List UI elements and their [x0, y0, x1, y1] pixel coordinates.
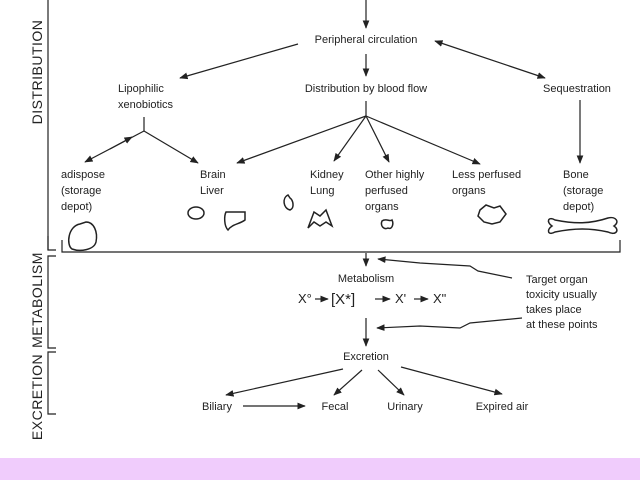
target-arrow-1 — [377, 256, 513, 279]
route-biliary: Biliary — [202, 401, 232, 413]
brain-icon — [187, 206, 205, 220]
formula-parent: X° — [298, 291, 312, 306]
formula-metabolite-2: X" — [433, 291, 447, 306]
label-adipose-2: (storage — [61, 185, 101, 197]
label-less-perfused: Less perfused — [452, 169, 521, 181]
label-bone-3: depot) — [563, 201, 594, 213]
arrow-to-less-perfused — [365, 115, 481, 165]
adipose-cell-icon — [67, 221, 98, 252]
arrow-sequestration — [434, 40, 546, 79]
metabolism-formula: X° [X*] X' X" — [298, 291, 447, 308]
arrow-to-kidney — [333, 115, 367, 162]
label-bone-2: (storage — [563, 185, 603, 197]
node-lipophilic-2: xenobiotics — [118, 99, 174, 111]
label-other-2: perfused — [365, 185, 408, 197]
organ-icon — [380, 218, 394, 230]
route-expired-air: Expired air — [476, 401, 529, 413]
node-metabolism: Metabolism — [338, 273, 394, 285]
formula-metabolite-1: X' — [395, 291, 406, 306]
label-brain: Brain — [200, 169, 226, 181]
liver-icon — [223, 211, 246, 232]
arrow-to-brain — [236, 115, 367, 164]
arrow-to-brain-liver — [143, 130, 199, 164]
label-adipose-3: depot) — [61, 201, 92, 213]
label-target-organ-2: toxicity usually — [526, 289, 597, 301]
route-urinary: Urinary — [387, 401, 423, 413]
label-target-organ-3: takes place — [526, 304, 582, 316]
arrow-to-other — [365, 115, 390, 163]
arrow-to-expired-air — [400, 366, 503, 396]
metabolism-bracket — [47, 255, 56, 349]
route-fecal: Fecal — [322, 401, 349, 413]
label-target-organ: Target organ — [526, 274, 588, 286]
arrow-to-fecal — [333, 369, 363, 396]
label-adipose: adispose — [61, 169, 105, 181]
footer-band — [0, 458, 640, 480]
arrow-to-biliary — [225, 368, 344, 397]
label-kidney: Kidney — [310, 169, 344, 181]
section-metabolism: METABOLISM — [29, 252, 45, 348]
kidney-icon — [283, 194, 294, 211]
label-bone: Bone — [563, 169, 589, 181]
node-lipophilic: Lipophilic — [118, 83, 164, 95]
formula-reactive: [X*] — [331, 291, 355, 308]
label-lung: Lung — [310, 185, 334, 197]
tissue-icon — [477, 204, 507, 225]
target-arrow-2 — [376, 317, 523, 332]
label-other: Other highly — [365, 169, 425, 181]
excretion-bracket — [47, 351, 56, 415]
distribution-bracket-end — [47, 236, 56, 251]
distribution-bottom-bracket — [61, 240, 621, 253]
label-other-3: organs — [365, 201, 399, 213]
label-target-organ-4: at these points — [526, 319, 598, 331]
node-distribution-blood-flow: Distribution by blood flow — [305, 83, 427, 95]
node-peripheral-circulation: Peripheral circulation — [315, 34, 418, 46]
arrow-to-lipophilic — [179, 43, 299, 80]
section-distribution: DISTRIBUTION — [29, 20, 45, 125]
label-less-perfused-2: organs — [452, 185, 486, 197]
node-excretion: Excretion — [343, 351, 389, 363]
arrow-to-urinary — [377, 369, 405, 396]
label-liver: Liver — [200, 185, 224, 197]
arrow-from-adipose — [109, 136, 133, 150]
lung-icon — [307, 208, 334, 229]
bone-icon — [547, 216, 618, 235]
section-excretion: EXCRETION — [29, 354, 45, 440]
node-sequestration: Sequestration — [543, 83, 611, 95]
